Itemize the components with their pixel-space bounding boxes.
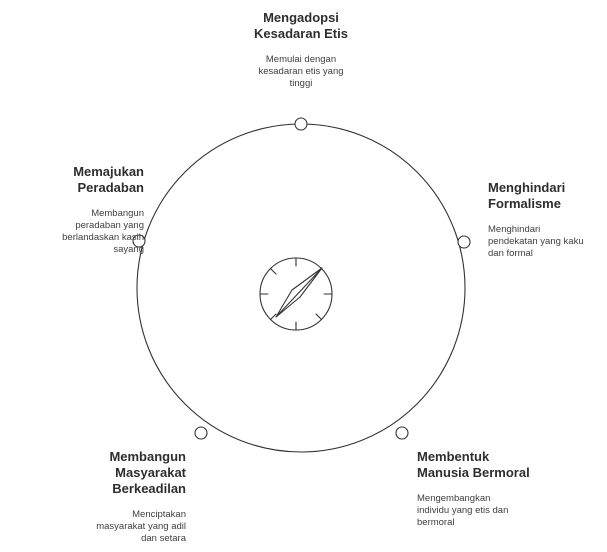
- node-marker-right: [457, 235, 471, 249]
- node-title: Membangun Masyarakat Berkeadilan: [109, 449, 186, 496]
- node-marker-bottom-right: [395, 426, 409, 440]
- node-title: Memajukan Peradaban: [73, 164, 144, 195]
- compass-icon: [259, 257, 333, 331]
- node-title: Membentuk Manusia Bermoral: [417, 449, 530, 480]
- node-description: Menciptakan masyarakat yang adil dan set…: [96, 509, 186, 544]
- node-description: Mengembangkan individu yang etis dan ber…: [417, 493, 509, 528]
- node-marker-left: [132, 234, 146, 248]
- node-left: Memajukan Peradaban Membangun peradaban …: [12, 164, 144, 256]
- node-description: Menghindari pendekatan yang kaku dan for…: [488, 224, 584, 259]
- node-right: Menghindari Formalisme Menghindari pende…: [488, 180, 606, 260]
- node-bottom-right: Membentuk Manusia Bermoral Mengembangkan…: [417, 449, 567, 529]
- node-description: Memulai dengan kesadaran etis yang tingg…: [258, 54, 344, 89]
- node-title: Menghindari Formalisme: [488, 180, 566, 211]
- node-bottom-left: Membangun Masyarakat Berkeadilan Mencipt…: [48, 449, 186, 545]
- node-marker-top: [294, 117, 308, 131]
- node-description: Membangun peradaban yang berlandaskan ka…: [62, 208, 144, 255]
- node-top: Mengadopsi Kesadaran Etis Memulai dengan…: [221, 10, 381, 90]
- node-marker-bottom-left: [194, 426, 208, 440]
- node-title: Mengadopsi Kesadaran Etis: [254, 10, 348, 41]
